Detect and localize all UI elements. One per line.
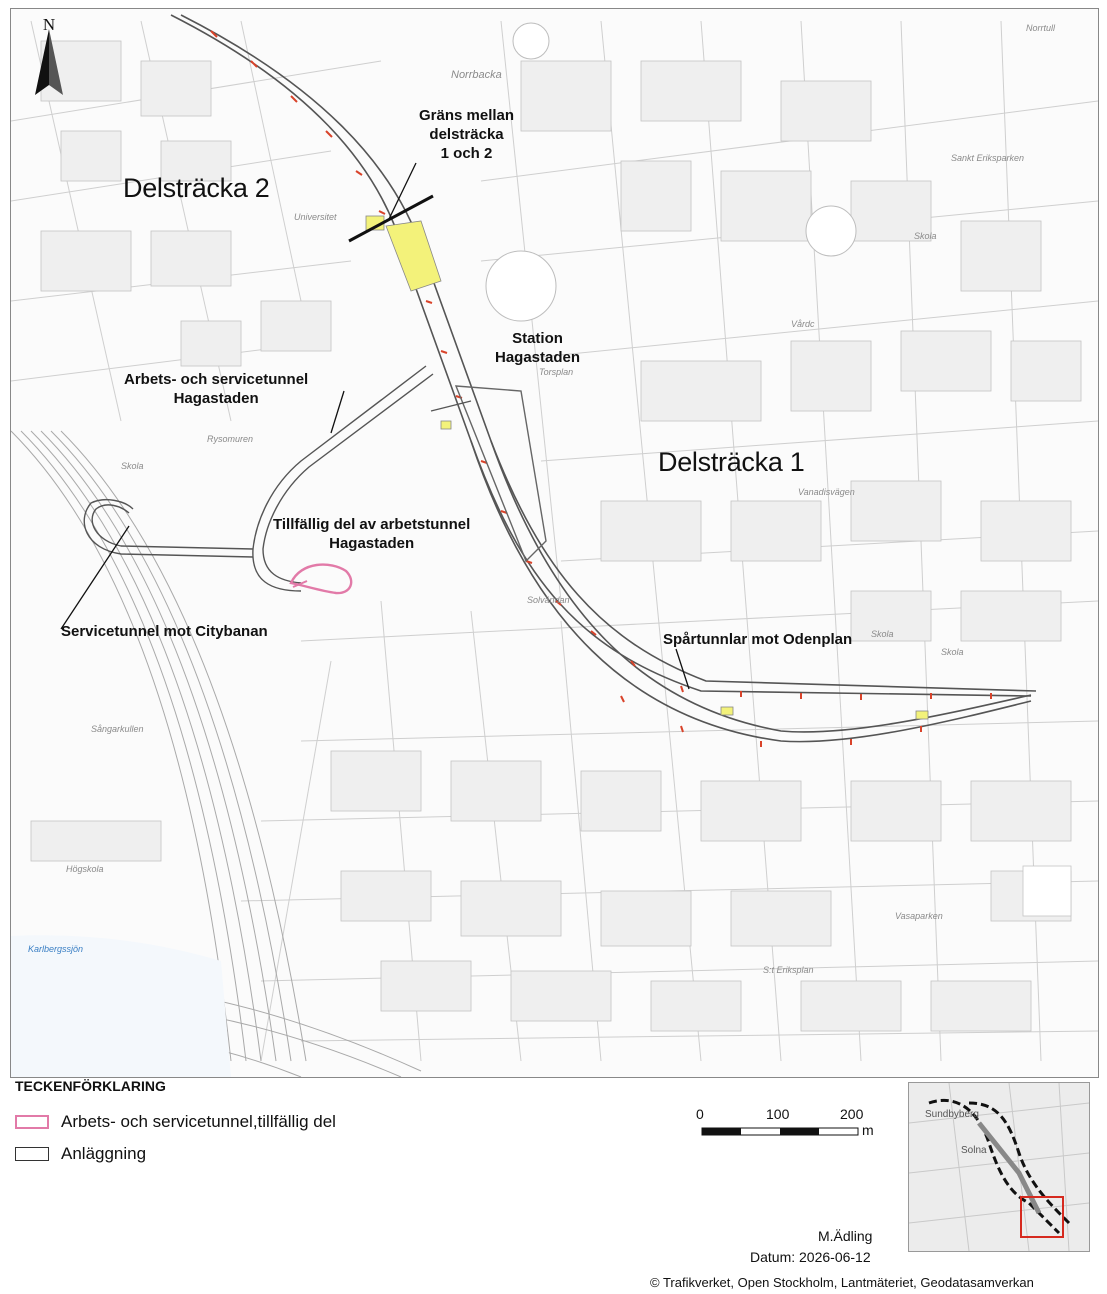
station-annotation: Station Hagastaden [495, 329, 580, 367]
work-tunnel-line-1: Arbets- och servicetunnel [124, 371, 309, 388]
overview-inset-map: Sundbyberg Solna [908, 1082, 1090, 1252]
north-arrow-icon [35, 29, 63, 95]
work-tunnel-line-2: Hagastaden [173, 390, 259, 407]
place-universitet: Universitet [294, 212, 337, 222]
scale-unit: m [862, 1122, 874, 1138]
place-sangarkullen: Sångarkullen [91, 724, 144, 734]
place-vardc: Vårdc [791, 319, 815, 329]
boundary-line-1: Gräns mellan [419, 107, 515, 124]
section-2-label: Delsträcka 2 [123, 173, 270, 203]
station-box [454, 385, 547, 563]
track-odenplan-annotation: Spårtunnlar mot Odenplan [663, 631, 853, 648]
place-solvanda: Solvändan [527, 595, 570, 605]
work-tunnel-annotation: Arbets- och servicetunnel Hagastaden [124, 370, 308, 408]
inset-place-sundbyberg: Sundbyberg [925, 1109, 979, 1120]
building-blocks [30, 40, 1082, 1032]
place-skola-1: Skola [914, 231, 937, 241]
boundary-line-2: delsträcka [429, 126, 504, 143]
service-citybanan-annotation: Servicetunnel mot Citybanan [61, 623, 268, 640]
leader-lines [60, 162, 690, 690]
place-karlbergssjon: Karlbergssjön [28, 944, 84, 954]
station-area [365, 215, 929, 720]
copyright-notice: © Trafikverket, Open Stockholm, Lantmäte… [650, 1275, 1034, 1290]
station-line-2: Hagastaden [495, 349, 581, 366]
map-date: Datum: 2026-06-12 [750, 1249, 871, 1265]
railway [11, 430, 422, 1077]
main-tunnel [170, 14, 1037, 743]
temporary-tunnel-loop [289, 563, 353, 595]
place-skola-4: Skola [941, 647, 964, 657]
temp-tunnel-annotation: Tillfällig del av arbetstunnel Hagastade… [273, 515, 470, 553]
place-skola-3: Skola [871, 629, 894, 639]
inset-place-solna: Solna [961, 1145, 987, 1156]
north-letter: N [42, 15, 56, 34]
place-st-eriksplan: S:t Eriksplan [763, 965, 814, 975]
legend-label-facility: Anläggning [61, 1144, 147, 1163]
place-norrtull: Norrtull [1026, 23, 1056, 33]
karlbergssjon-water [11, 935, 231, 1077]
place-sankt-eriksparken: Sankt Eriksparken [951, 153, 1025, 163]
place-rysomuren: Rysomuren [207, 434, 254, 444]
place-torsplan: Torsplan [539, 367, 574, 377]
scale-tick-200: 200 [840, 1106, 864, 1122]
legend-label-temporary: Arbets- och servicetunnel,tillfällig del [61, 1112, 336, 1131]
boundary-line-3: 1 och 2 [440, 145, 493, 162]
map-canvas [11, 14, 1098, 1077]
station-line-1: Station [512, 330, 563, 347]
legend-swatch-facility [15, 1147, 49, 1161]
scale-tick-100: 100 [766, 1106, 790, 1122]
legend-swatch-temporary [15, 1115, 49, 1129]
place-norrbacka: Norrbacka [451, 69, 502, 81]
place-hogskola: Högskola [66, 864, 104, 874]
north-arrow: N [27, 15, 71, 101]
temp-tunnel-line-1: Tillfällig del av arbetstunnel [273, 516, 471, 533]
inset-canvas [909, 1083, 1089, 1251]
place-vasaparken: Vasaparken [895, 911, 943, 921]
author: M.Ädling [818, 1228, 873, 1244]
scale-tick-0: 0 [696, 1106, 704, 1122]
place-vanadisvagen: Vanadisvägen [798, 487, 855, 497]
boundary-annotation: Gräns mellan delsträcka 1 och 2 [419, 106, 514, 163]
map-view[interactable]: N Delsträcka 2 Delsträcka 1 Gräns mellan… [10, 8, 1099, 1078]
legend: TECKENFÖRKLARING Arbets- och servicetunn… [10, 1076, 1097, 1276]
temp-tunnel-line-2: Hagastaden [329, 535, 415, 552]
section-1-label: Delsträcka 1 [658, 447, 805, 477]
place-skola-2: Skola [121, 461, 144, 471]
scale-bar: 0 100 200 m [696, 1106, 880, 1146]
work-service-tunnel [83, 365, 472, 592]
boundary-line [348, 194, 434, 243]
legend-title: TECKENFÖRKLARING [15, 1078, 166, 1094]
scale-bar-graphic [701, 1127, 859, 1136]
